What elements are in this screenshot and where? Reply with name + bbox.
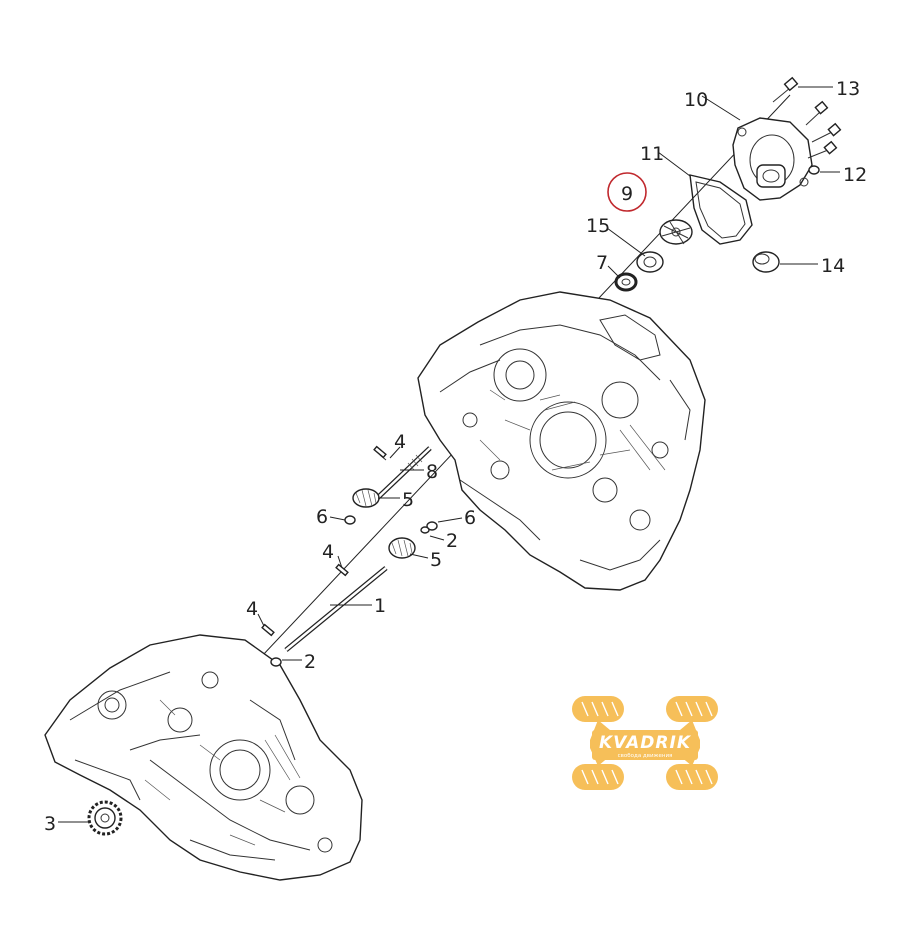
plug-cap — [752, 251, 780, 273]
water-pump-impeller — [659, 219, 693, 245]
callout-3: 3 — [44, 813, 56, 835]
callout-5-lower: 5 — [430, 549, 442, 571]
callout-13: 13 — [836, 78, 860, 100]
kvadrik-logo: KVADRIK свобода движения — [572, 696, 718, 790]
callout-2-lower: 2 — [304, 651, 316, 673]
cover-gasket — [689, 174, 753, 245]
left-crankcase-half — [44, 634, 363, 881]
logo-tire-bottom-left — [572, 764, 624, 790]
callout-15: 15 — [586, 215, 610, 237]
callout-10: 10 — [684, 89, 708, 111]
cover-gasket-inner — [695, 181, 746, 239]
callout-4-lower: 4 — [246, 598, 258, 620]
right-crankcase-half — [417, 291, 706, 591]
cover-bolts — [772, 76, 842, 175]
leader-lines — [58, 86, 840, 823]
highlight-circle — [607, 172, 647, 212]
callout-4-middle: 4 — [322, 541, 334, 563]
logo-brand-text: KVADRIK — [599, 733, 692, 753]
upper-shaft-assembly — [344, 445, 432, 525]
drive-sprocket — [87, 800, 123, 836]
callout-7: 7 — [596, 252, 608, 274]
callout-14: 14 — [821, 255, 845, 277]
callout-2-upper: 2 — [446, 530, 458, 552]
callout-12: 12 — [843, 164, 867, 186]
callout-6-left: 6 — [316, 506, 328, 528]
logo-tire-top-right — [666, 696, 718, 722]
callout-6-right: 6 — [464, 507, 476, 529]
logo-tire-top-left — [572, 696, 624, 722]
logo-tire-bottom-right — [666, 764, 718, 790]
pump-bearing — [636, 251, 664, 273]
callout-11: 11 — [640, 143, 664, 165]
logo-slogan-text: свобода движения — [618, 753, 673, 759]
callout-9: 9 — [621, 183, 633, 205]
oil-seal — [614, 272, 638, 292]
callout-5-upper: 5 — [402, 489, 414, 511]
callout-1: 1 — [374, 595, 386, 617]
lower-shaft-assembly — [261, 521, 438, 667]
callout-labels: 13 10 11 12 9 15 14 7 4 8 5 6 6 2 5 4 1 … — [44, 78, 867, 835]
callout-4-upper: 4 — [394, 431, 406, 453]
callout-8: 8 — [426, 461, 438, 483]
water-pump-cover — [732, 117, 813, 201]
